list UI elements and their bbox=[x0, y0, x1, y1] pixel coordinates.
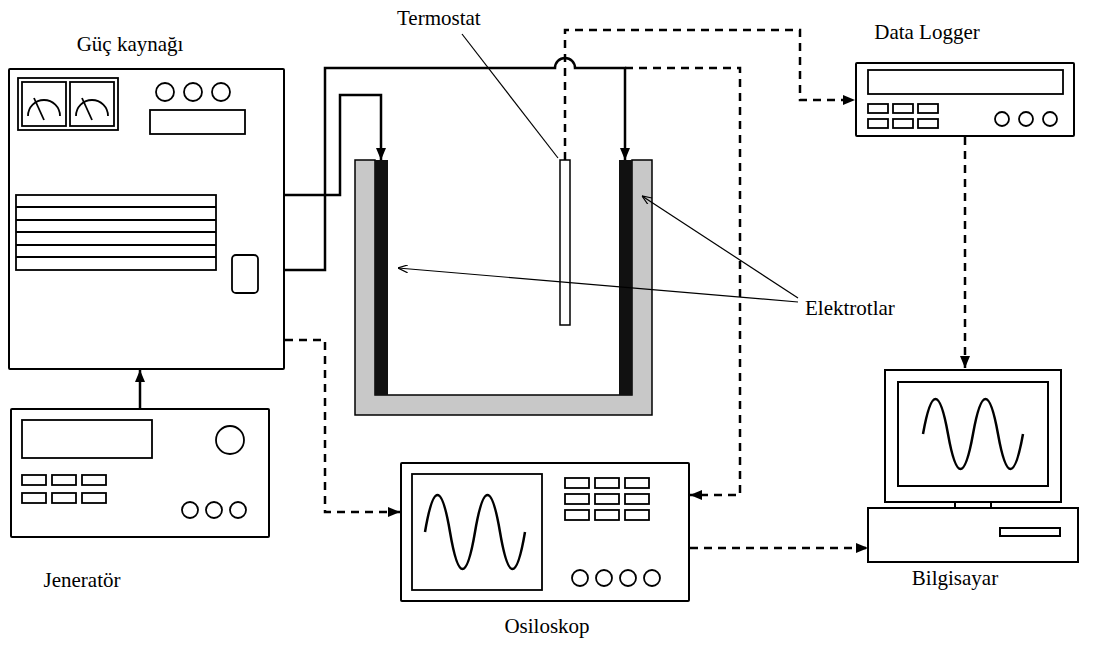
knob bbox=[156, 83, 174, 101]
leader-line bbox=[398, 268, 798, 302]
device-label: Osiloskop bbox=[504, 614, 589, 638]
knob bbox=[216, 426, 244, 454]
button bbox=[22, 475, 46, 485]
signal-connector bbox=[964, 137, 967, 368]
thermostat-probe bbox=[560, 160, 570, 325]
button bbox=[565, 494, 589, 504]
display bbox=[868, 70, 1063, 94]
knob bbox=[995, 112, 1009, 126]
meter bbox=[22, 82, 66, 126]
button bbox=[893, 119, 913, 128]
knob bbox=[644, 570, 660, 586]
screen bbox=[412, 474, 542, 590]
monitor bbox=[885, 370, 1061, 502]
vent-line bbox=[16, 231, 216, 233]
signal-connector bbox=[285, 340, 400, 512]
drive-slot bbox=[1000, 528, 1060, 536]
device-label: Data Logger bbox=[874, 20, 980, 44]
knob bbox=[184, 83, 202, 101]
knob bbox=[1019, 112, 1033, 126]
signal-generator: Jeneratör bbox=[10, 408, 270, 538]
meter-needle bbox=[34, 98, 44, 120]
data-logger-panel bbox=[868, 70, 1063, 128]
meter-needle bbox=[82, 98, 92, 120]
button bbox=[918, 119, 938, 128]
signal-connector bbox=[690, 547, 868, 550]
left-electrode bbox=[375, 160, 388, 395]
computer-case bbox=[868, 508, 1078, 562]
meter-panel bbox=[18, 78, 118, 130]
drive-connector bbox=[139, 370, 142, 408]
leader-line bbox=[462, 34, 558, 158]
device-label: Bilgisayar bbox=[912, 566, 998, 590]
oscilloscope: Osiloskop bbox=[400, 462, 690, 602]
button bbox=[595, 510, 619, 520]
button bbox=[565, 478, 589, 488]
supply-wire bbox=[285, 95, 381, 195]
button bbox=[82, 475, 106, 485]
device-label: Jeneratör bbox=[44, 568, 121, 592]
power-supply: Güç kaynağı bbox=[8, 68, 285, 370]
button bbox=[565, 510, 589, 520]
knob bbox=[1043, 112, 1057, 126]
vent bbox=[16, 195, 216, 270]
button bbox=[595, 478, 619, 488]
knob bbox=[572, 570, 588, 586]
knob bbox=[230, 502, 246, 518]
display bbox=[22, 420, 152, 458]
sine-wave bbox=[923, 399, 1023, 469]
oscilloscope-panel bbox=[412, 474, 660, 590]
cell-vessel bbox=[355, 160, 652, 415]
switch bbox=[232, 255, 258, 293]
sine-wave bbox=[425, 495, 525, 569]
button bbox=[22, 493, 46, 503]
vent-line bbox=[16, 244, 216, 246]
button bbox=[52, 475, 76, 485]
knob bbox=[620, 570, 636, 586]
device-label: Güç kaynağı bbox=[77, 32, 184, 56]
knob bbox=[206, 502, 222, 518]
supply-wire bbox=[285, 58, 625, 270]
button bbox=[918, 104, 938, 113]
button bbox=[868, 104, 888, 113]
button bbox=[893, 104, 913, 113]
knob bbox=[182, 502, 198, 518]
signal-line bbox=[565, 30, 855, 160]
power-supply-panel bbox=[16, 78, 258, 293]
vent-line bbox=[16, 256, 216, 258]
electrodes-label: Elektrotlar bbox=[805, 296, 895, 320]
button bbox=[52, 493, 76, 503]
button bbox=[625, 510, 649, 520]
button bbox=[625, 478, 649, 488]
meter bbox=[70, 82, 114, 126]
button bbox=[625, 494, 649, 504]
screen bbox=[898, 382, 1048, 486]
button bbox=[868, 119, 888, 128]
vent-line bbox=[16, 206, 216, 208]
meter-scale bbox=[76, 100, 108, 116]
knob bbox=[212, 83, 230, 101]
generator-panel bbox=[22, 420, 246, 518]
data-logger: Data Logger bbox=[855, 62, 1075, 137]
button bbox=[595, 494, 619, 504]
vent-line bbox=[16, 219, 216, 221]
leader-line bbox=[642, 196, 798, 298]
knob bbox=[596, 570, 612, 586]
display bbox=[150, 110, 245, 134]
button bbox=[82, 493, 106, 503]
meter-scale bbox=[28, 100, 60, 116]
thermostat-label: Termostat bbox=[397, 6, 481, 30]
right-electrode bbox=[619, 160, 632, 395]
computer: Bilgisayar bbox=[868, 368, 1078, 562]
signal-line bbox=[625, 68, 740, 495]
computer-drawing bbox=[868, 370, 1078, 562]
